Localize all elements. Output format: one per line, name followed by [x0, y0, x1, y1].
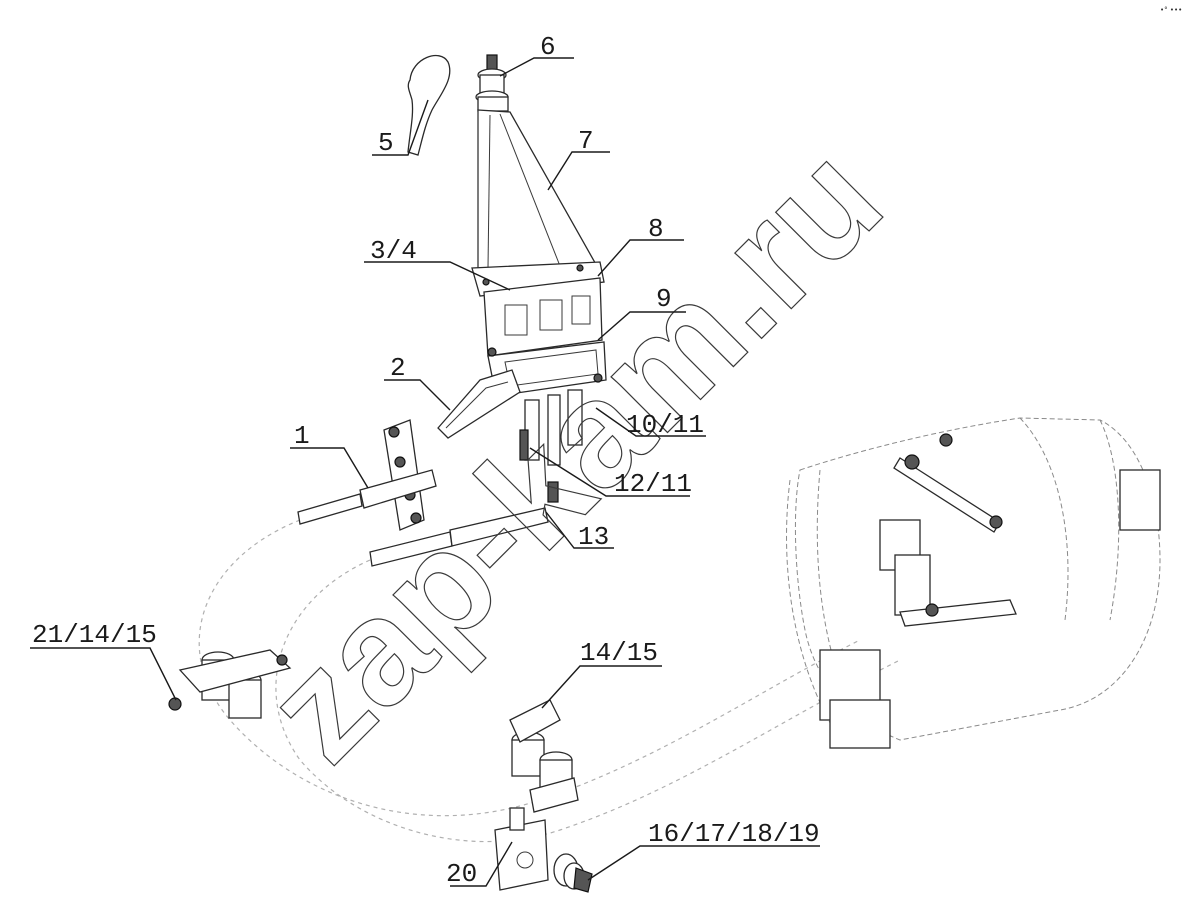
callout-10-11: 10/11: [626, 410, 704, 440]
callout-7: 7: [578, 126, 594, 156]
callout-1: 1: [294, 421, 310, 451]
callout-3-4: 3/4: [370, 236, 417, 266]
part-16-19-bolt-washers: [553, 853, 593, 893]
callout-14-15: 14/15: [580, 638, 658, 668]
callout-8: 8: [648, 214, 664, 244]
callout-21-14-15: 21/14/15: [32, 620, 157, 650]
watermark: zap-kam.ru: [234, 114, 913, 793]
part-6-shift-knob: [475, 54, 509, 112]
corner-mark: •° •••: [1160, 6, 1182, 14]
callout-12-11: 12/11: [614, 469, 692, 499]
callout-6: 6: [540, 32, 556, 62]
callout-labels: 6 5 7 8 3/4 9 2 1 10/11 12/11 13 21/14/1…: [32, 32, 820, 889]
callout-2: 2: [390, 353, 406, 383]
callout-5: 5: [378, 128, 394, 158]
part-14-15-clamp: [509, 699, 579, 813]
part-2-bracket-arm: [437, 369, 521, 439]
callout-16-17-18-19: 16/17/18/19: [648, 819, 820, 849]
callout-9: 9: [656, 284, 672, 314]
part-7-lever-housing: [471, 109, 605, 297]
part-21-14-15-clamp: [168, 649, 292, 719]
transmission-housing: [786, 417, 1161, 749]
callout-13: 13: [578, 522, 609, 552]
part-8-9-base-block: [483, 277, 607, 397]
part-10-13-shafts: [519, 389, 583, 503]
callout-20: 20: [446, 859, 477, 889]
part-5-rubber-boot: [407, 54, 451, 156]
leader-lines: [30, 57, 820, 887]
part-1-cable-bracket: [297, 419, 549, 567]
part-20-mount-bracket: [494, 807, 549, 891]
